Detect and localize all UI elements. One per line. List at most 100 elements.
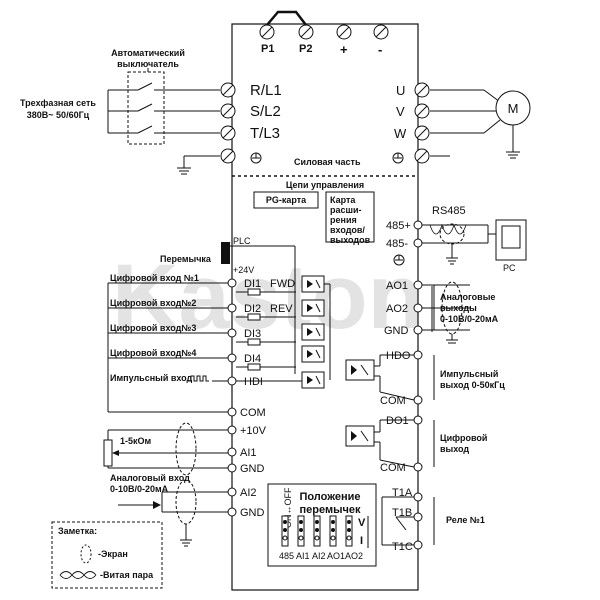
label-minus: - — [378, 42, 382, 57]
terminal-plus10v: +10V — [240, 425, 267, 437]
svg-text:Цифровой вход№3: Цифровой вход№3 — [110, 323, 196, 333]
top-terminal-p2 — [298, 24, 314, 40]
digital-output-label-1: Цифровой — [440, 433, 487, 443]
motor-label: M — [508, 101, 519, 116]
analog-outputs-label-1: Аналоговые — [440, 292, 495, 302]
grid-label-2: 380В~ 50/60Гц — [27, 110, 90, 120]
ground-icon — [446, 339, 458, 344]
terminal-gnd-ao: GND — [384, 325, 409, 337]
power-section-label: Силовая часть — [294, 157, 361, 167]
terminal-ai2: AI2 — [240, 487, 257, 499]
input-terminals — [220, 82, 236, 164]
terminal-com-hdo: COM — [380, 395, 406, 407]
analog-input-label-2: 0-10В/0-20мА — [110, 484, 169, 494]
expansion-card-1: Карта — [330, 195, 356, 205]
rs485-label: RS485 — [432, 205, 466, 217]
twisted-pair-icon — [59, 571, 97, 579]
ground-symbol-icon — [392, 152, 404, 164]
jumper-label-ao1: AO1 — [327, 551, 345, 561]
jumper-i: I — [360, 535, 363, 547]
terminal-hdo: HDO — [386, 350, 411, 362]
ground-icon — [177, 167, 191, 175]
pulse-input: Импульсный вход HDI — [110, 373, 263, 388]
jumper-block — [221, 242, 230, 264]
label-p1: P1 — [261, 43, 274, 55]
jumper-label-ai1: AI1 — [296, 551, 310, 561]
svg-text:DI2: DI2 — [244, 303, 261, 315]
relay-label: Реле №1 — [446, 515, 485, 525]
jumper-box-title-2: перемычек — [300, 504, 361, 516]
digital-input-1: Цифровой вход №1 DI1 FWD — [108, 273, 295, 290]
pg-card-label: PG-карта — [266, 195, 307, 205]
terminal-v: V — [396, 104, 405, 119]
svg-text:REV: REV — [270, 303, 293, 315]
jumper-switches — [281, 515, 353, 547]
ground-symbol-icon — [250, 152, 262, 164]
terminal-com-do: COM — [380, 462, 406, 474]
pulse-output-label-1: Импульсный — [440, 369, 498, 379]
svg-text:Цифровой вход№2: Цифровой вход№2 — [110, 298, 196, 308]
terminal-t: T/L3 — [250, 125, 280, 142]
svg-text:FWD: FWD — [270, 278, 295, 290]
svg-text:DI3: DI3 — [244, 328, 261, 340]
digital-input-3: Цифровой вход№3 DI3 — [108, 323, 261, 340]
pulse-output-label-2: выход 0-50кГц — [440, 380, 505, 390]
terminal-t1c: T1C — [392, 541, 413, 553]
potentiometer-icon — [103, 439, 113, 467]
jumper-label-485: 485 — [279, 551, 294, 561]
terminal-r: R/L1 — [250, 82, 282, 99]
input-resistors — [236, 288, 296, 371]
watermark: Kaston — [112, 246, 424, 348]
analog-outputs-label-3: 0-10В/0-20мА — [440, 314, 499, 324]
ground-icon — [506, 151, 520, 159]
legend-box — [51, 521, 163, 589]
pc-label: PC — [503, 263, 516, 273]
pulse-output-optocoupler-icon — [345, 359, 375, 381]
legend-screen: -Экран — [98, 549, 128, 559]
terminal-ao1: AO1 — [386, 280, 408, 292]
terminal-ao2: AO2 — [386, 303, 408, 315]
control-circuits-label: Цепи управления — [286, 180, 364, 190]
svg-text:Цифровой вход №1: Цифровой вход №1 — [110, 273, 199, 283]
label-p2: P2 — [299, 43, 312, 55]
svg-text:Цифровой вход№4: Цифровой вход№4 — [110, 348, 196, 358]
top-terminal-p1 — [259, 24, 275, 40]
terminal-com: COM — [240, 407, 266, 419]
expansion-card-4: входов/ — [330, 225, 365, 235]
terminal-gnd-2: GND — [240, 507, 265, 519]
terminal-485-plus: 485+ — [386, 220, 411, 232]
digital-input-2: Цифровой вход№2 DI2 REV — [108, 298, 293, 315]
svg-text:DI4: DI4 — [244, 353, 261, 365]
digital-input-4: Цифровой вход№4 DI4 — [108, 348, 261, 365]
motor: M — [495, 90, 531, 126]
terminal-w: W — [394, 126, 407, 141]
legend-title: Заметка: — [58, 526, 97, 536]
jumper-label-ai2: AI2 — [312, 551, 326, 561]
legend-twisted: -Витая пара — [100, 570, 154, 580]
terminal-ai1: AI1 — [240, 447, 257, 459]
pg-card-box — [253, 191, 319, 209]
jumper-v: V — [358, 517, 366, 529]
screen-symbol-icon — [80, 544, 92, 564]
digital-output-optocoupler-icon — [345, 425, 375, 447]
analog-input-label-1: Аналоговый вход — [110, 473, 190, 483]
terminal-u: U — [396, 83, 405, 98]
terminal-485-minus: 485- — [386, 238, 408, 250]
grid-label-1: Трехфазная сеть — [20, 98, 96, 108]
breaker-label-2: выключатель — [117, 59, 179, 69]
breaker-box — [127, 71, 165, 145]
expansion-card-box — [325, 191, 375, 243]
expansion-card-3: рения — [330, 215, 357, 225]
jumper-box-title-1: Положение — [299, 491, 360, 503]
svg-text:DI1: DI1 — [244, 278, 261, 290]
top-terminal-minus — [373, 24, 389, 40]
output-terminals — [414, 82, 430, 164]
expansion-card-2: расши- — [330, 205, 362, 215]
terminal-s: S/L2 — [250, 103, 281, 120]
jumper-label-ao2: AO2 — [345, 551, 363, 561]
p1-p2-jumper — [266, 10, 307, 26]
top-terminal-plus — [336, 24, 352, 40]
optocoupler-icon — [301, 275, 325, 389]
plus24v-label: +24V — [233, 265, 254, 275]
